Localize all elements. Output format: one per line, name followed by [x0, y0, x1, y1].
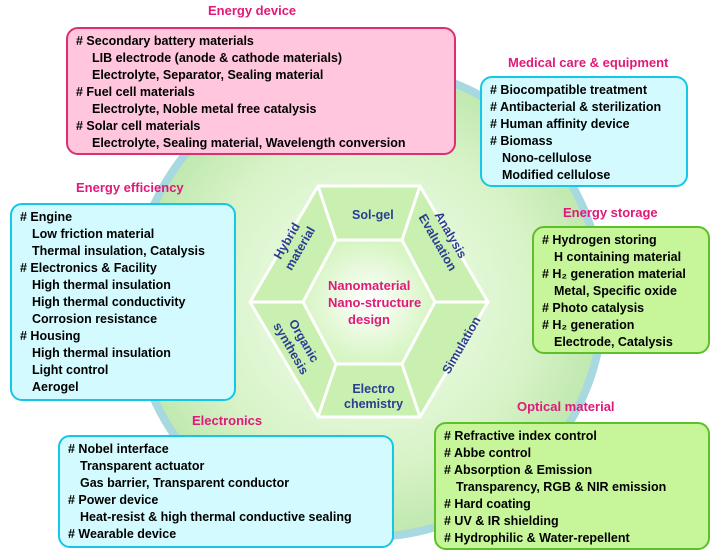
medical-line: # Antibacterial & sterilization [490, 100, 662, 114]
energy-device-box: # Secondary battery materials LIB electr… [66, 27, 456, 155]
center-line3: design [348, 312, 390, 327]
energy-device-line: Electrolyte, Sealing material, Wavelengt… [92, 136, 406, 150]
energy-efficiency-line: # Electronics & Facility [20, 261, 157, 275]
electronics-line: Transparent actuator [80, 459, 205, 473]
energy-efficiency-line: Light control [32, 363, 109, 377]
medical-box: # Biocompatible treatment # Antibacteria… [480, 76, 688, 187]
electronics-box: # Nobel interface Transparent actuator G… [58, 435, 394, 548]
medical-line: # Biomass [490, 134, 553, 148]
energy-device-line: # Secondary battery materials [76, 34, 254, 48]
optical-line: Transparency, RGB & NIR emission [456, 480, 667, 494]
medical-line: Modified cellulose [502, 168, 611, 182]
optical-line: # UV & IR shielding [444, 514, 559, 528]
electronics-line: # Wearable device [68, 527, 177, 541]
center-line2: Nano-structure [328, 295, 422, 310]
electronics-line: # Nobel interface [68, 442, 169, 456]
energy-efficiency-line: High thermal conductivity [32, 295, 186, 309]
energy-storage-line: H containing material [554, 250, 682, 264]
hex-label-sol-gel: Sol-gel [352, 208, 394, 222]
electronics-line: Gas barrier, Transparent conductor [80, 476, 290, 490]
energy-efficiency-line: High thermal insulation [32, 346, 171, 360]
optical-box: # Refractive index control # Abbe contro… [434, 422, 710, 550]
energy-efficiency-line: # Engine [20, 210, 73, 224]
energy-storage-line: Metal, Specific oxide [554, 284, 677, 298]
electronics-title: Electronics [192, 413, 263, 428]
medical-line: Nono-cellulose [502, 151, 592, 165]
energy-storage-line: # Hydrogen storing [542, 233, 657, 247]
medical-title: Medical care & equipment [508, 55, 669, 70]
medical-line: # Biocompatible treatment [490, 83, 647, 97]
energy-efficiency-line: Low friction material [32, 227, 155, 241]
medical-line: # Human affinity device [490, 117, 630, 131]
energy-device-line: LIB electrode (anode & cathode materials… [92, 51, 343, 65]
energy-storage-line: Electrode, Catalysis [554, 335, 673, 349]
energy-efficiency-line: # Housing [20, 329, 81, 343]
energy-storage-line: # H₂ generation material [542, 267, 686, 281]
energy-device-line: Electrolyte, Noble metal free catalysis [92, 102, 317, 116]
optical-title: Optical material [517, 399, 615, 414]
energy-efficiency-line: Thermal insulation, Catalysis [32, 244, 205, 258]
center-line1: Nanomaterial [328, 278, 411, 293]
energy-efficiency-line: Aerogel [32, 380, 79, 394]
optical-line: # Absorption & Emission [444, 463, 593, 477]
energy-storage-line: # H₂ generation [542, 318, 635, 332]
energy-device-title: Energy device [208, 3, 297, 18]
energy-device-line: # Fuel cell materials [76, 85, 195, 99]
electro-line2: chemistry [344, 397, 404, 411]
electronics-line: Heat-resist & high thermal conductive se… [80, 510, 352, 524]
electro-line1: Electro [352, 382, 395, 396]
hex-center-label: Nanomaterial Nano-structure design [328, 277, 422, 328]
energy-device-line: Electrolyte, Separator, Sealing material [92, 68, 324, 82]
optical-line: # Hard coating [444, 497, 531, 511]
energy-efficiency-box: # Engine Low friction material Thermal i… [10, 203, 236, 401]
energy-efficiency-line: Corrosion resistance [32, 312, 158, 326]
energy-efficiency-line: High thermal insulation [32, 278, 171, 292]
energy-storage-box: # Hydrogen storing H containing material… [532, 226, 710, 354]
optical-line: # Hydrophilic & Water-repellent [444, 531, 630, 545]
optical-line: # Abbe control [444, 446, 532, 460]
energy-storage-line: # Photo catalysis [542, 301, 645, 315]
energy-device-line: # Solar cell materials [76, 119, 201, 133]
hex-label-electrochemistry: Electro chemistry [344, 382, 403, 412]
energy-storage-title: Energy storage [563, 205, 658, 220]
electronics-line: # Power device [68, 493, 159, 507]
energy-efficiency-title: Energy efficiency [76, 180, 184, 195]
optical-line: # Refractive index control [444, 429, 597, 443]
